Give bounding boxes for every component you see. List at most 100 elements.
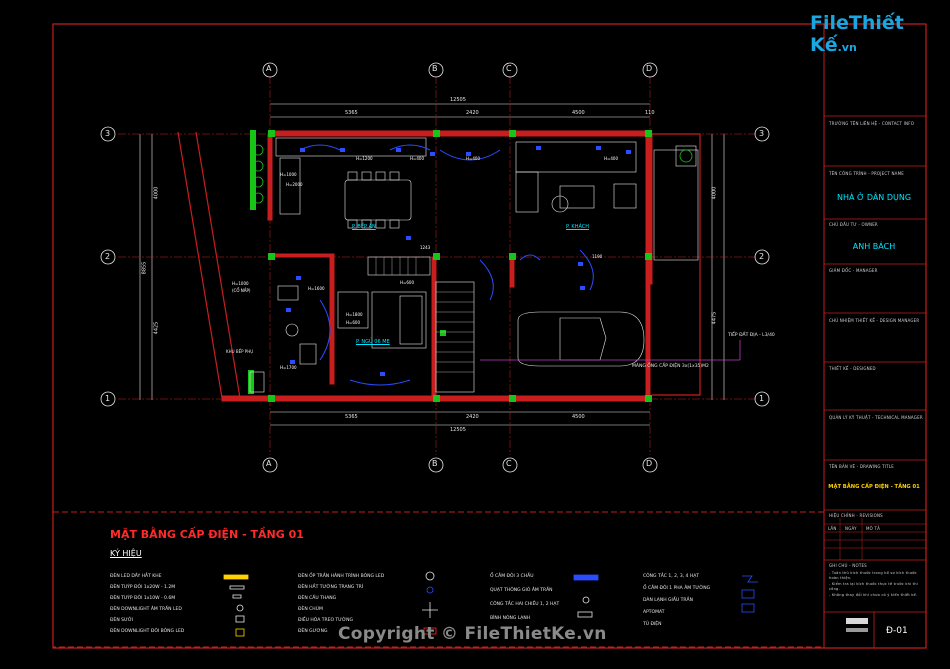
concealed-ac-icon (741, 603, 755, 613)
tb-notes-label: GHI CHÚ - NOTES (829, 563, 867, 568)
grid-label-d-bottom: D (646, 459, 653, 468)
legend-item: ĐÈN DOWNLIGHT ĐÔI BÓNG LED (110, 629, 185, 634)
downlight-icon (236, 604, 244, 612)
ceiling-light-icon (425, 571, 435, 581)
legend-item: BÌNH NÓNG LẠNH (490, 616, 531, 621)
height-tag: H=400 (604, 156, 618, 161)
legend-item: ĐÈN SƯỞI (110, 618, 134, 623)
columns (248, 130, 652, 402)
legend-item: ĐÈN CHÙM (298, 607, 323, 612)
legend-item: APTOMAT (643, 610, 665, 615)
tb-tech-manager-label: QUẢN LÝ KỸ THUẬT - TECHNICAL MANAGER (829, 415, 923, 420)
led-strip-icon (223, 574, 249, 580)
legend-item: ĐÈN GƯƠNG (298, 629, 328, 634)
dim-top-4: 110 (645, 110, 655, 116)
tb-project-name: NHÀ Ở DÂN DỤNG (836, 193, 912, 202)
tb-note: - Kiểm tra lại kích thước thực tế trước … (829, 582, 918, 591)
legend-item: ĐIỀU HÒA TREO TƯỜNG (298, 618, 353, 623)
room-label-aux-kitchen: KHU BẾP PHỤ (226, 349, 254, 354)
grid-bubbles (100, 62, 770, 473)
tb-rev-col: NGÀY (845, 526, 857, 531)
feeder-note: MÁNG ỐNG CẤP ĐIỆN 3x(1x35)M2 (632, 364, 709, 369)
heater-icon (235, 615, 245, 623)
dim-top-2: 2420 (466, 110, 479, 116)
socket-icon (573, 574, 599, 581)
legend-item: ĐÈN TUÝP ĐÔI 1x10W - 0.6M (110, 596, 176, 601)
title-block-frame (823, 23, 927, 649)
tb-project-label: TÊN CÔNG TRÌNH - PROJECT NAME (829, 171, 904, 176)
double-downlight-icon (235, 628, 245, 637)
grid-label-3-right: 3 (759, 129, 765, 138)
tb-contact-label: TRƯỜNG TÊN LIÊN HỆ - CONTACT INFO (829, 121, 915, 126)
height-tag: H=1000 (280, 172, 297, 177)
wall-light-icon (426, 586, 434, 594)
drawing-title: MẶT BẰNG CẤP ĐIỆN - TẦNG 01 (110, 528, 304, 541)
device-symbols (286, 146, 631, 376)
grid-label-2-right: 2 (759, 252, 765, 261)
tube-light-short-icon (232, 594, 242, 599)
legend-item: ĐÈN TUÝP ĐÔI 1x20W - 1.2M (110, 585, 176, 590)
dim-tag: 1243 (420, 245, 431, 250)
grid-label-2-left: 2 (105, 252, 111, 261)
grid-label-d-top: D (646, 64, 653, 73)
grid-label-c-bottom: C (506, 459, 512, 468)
legend-item: ĐÈN ỐP TRẦN HÀNH TRÌNH BÓNG LED (298, 574, 385, 579)
two-way-switch-icon (577, 611, 593, 618)
air-conditioner-icon (423, 627, 437, 635)
dim-top-1: 5365 (345, 110, 358, 116)
copyright-watermark: Copyright © FileThietKe.vn (338, 624, 607, 644)
room-label-dining: P. BẾP ĂN (352, 224, 376, 230)
furniture (249, 137, 699, 393)
logo-brand: File (810, 12, 849, 34)
height-tag: H=1800 (346, 312, 363, 317)
grid-label-b-top: B (432, 64, 438, 73)
dim-bottom-3: 4500 (572, 414, 585, 420)
legend-item: QUẠT THÔNG GIÓ ÂM TRẦN (490, 588, 553, 593)
dim-bottom-1: 5365 (345, 414, 358, 420)
legend-item: ĐÈN HẮT TƯỜNG TRANG TRÍ (298, 585, 364, 590)
logo-name: Thiết Kế (810, 12, 904, 56)
tb-owner: ANH BÁCH (852, 242, 896, 251)
legend-frame (52, 511, 825, 648)
sheet-number: Đ-01 (886, 626, 908, 636)
height-tag: H=1000 (232, 281, 249, 286)
dim-total-top: 12505 (450, 97, 466, 103)
feeder-line (480, 340, 741, 361)
grid-label-3-left: 3 (105, 129, 111, 138)
logo-suffix: .vn (837, 41, 857, 54)
grid-label-1-right: 1 (759, 394, 765, 403)
legend-item: CÔNG TẮC 1, 2, 3, 4 HẠT (643, 574, 700, 579)
room-label-bedroom: P. NGỦ 06 ME (356, 339, 390, 345)
height-tag: H=1700 (280, 365, 297, 370)
tb-note: - Tuân thủ kích thước trong hồ sơ kích t… (829, 571, 917, 580)
grid-label-a-top: A (266, 64, 272, 73)
grid-label-b-bottom: B (432, 459, 438, 468)
legend-item: ĐÈN DOWNLIGHT ÂM TRẦN LED (110, 607, 182, 612)
legend-item: CÔNG TẮC HAI CHIỀU 1, 2 HẠT (490, 602, 560, 607)
tb-designed-label: THIẾT KẾ - DESIGNED (829, 366, 876, 371)
grounding-note: TIẾP ĐẤT ĐỊA - L3/40 (728, 333, 775, 338)
tube-light-icon (229, 585, 245, 590)
chandelier-icon (422, 602, 438, 618)
tb-note: - Không thay đổi khi chưa có ý kiến thiế… (829, 593, 918, 597)
grid-label-1-left: 1 (105, 394, 111, 403)
room-label-living: P. KHÁCH (566, 224, 590, 230)
tb-design-manager-label: CHỦ NHIỆM THIẾT KẾ - DESIGN MANAGER (829, 318, 920, 323)
legend-item: ĐÈN LED DÂY HẮT KHE (110, 574, 162, 579)
grid-label-a-bottom: A (266, 459, 272, 468)
brand-logo[interactable]: FileThiết Kế.vn (810, 12, 950, 56)
legend-item: TỦ ĐIỆN (643, 622, 662, 627)
electrical-circuits (299, 144, 594, 386)
height-tag: H=400 (466, 156, 480, 161)
dim-bottom-2: 2420 (466, 414, 479, 420)
tb-owner-label: CHỦ ĐẦU TƯ - OWNER (829, 222, 878, 227)
title-block-rows (824, 115, 926, 648)
fan-icon (582, 596, 590, 604)
height-tag-note: (CỔ NẮP) (232, 288, 251, 293)
wall-socket-icon (741, 589, 755, 599)
dim-tag: 1190 (592, 254, 603, 259)
tb-drawing-title: MẶT BẰNG CẤP ĐIỆN - TẦNG 01 (828, 484, 920, 490)
height-tag: H=600 (346, 320, 360, 325)
dim-top-3: 4500 (572, 110, 585, 116)
